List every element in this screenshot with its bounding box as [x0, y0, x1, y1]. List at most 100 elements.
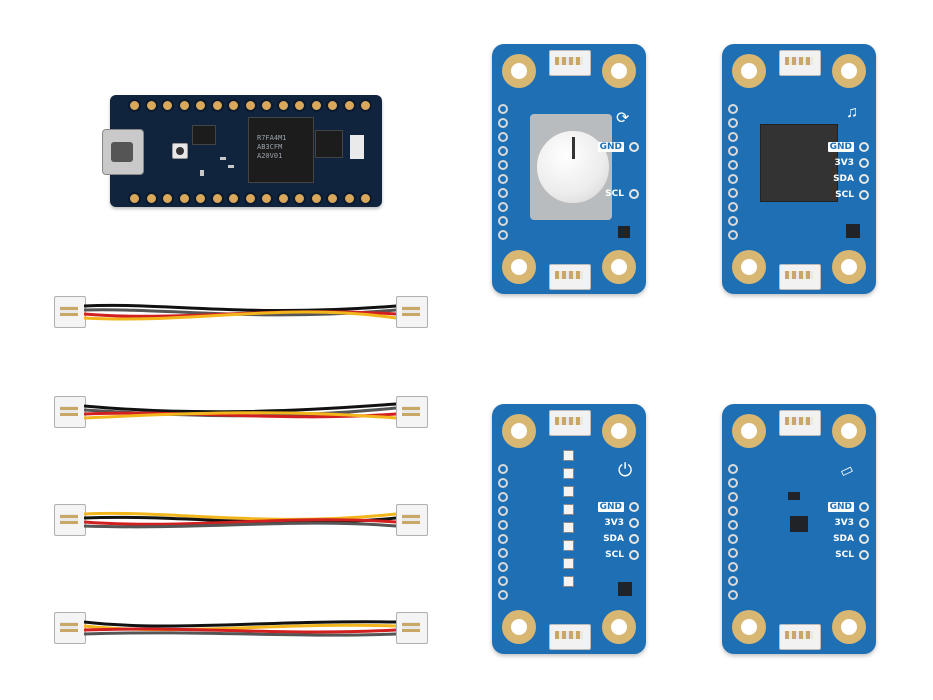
smd-part	[788, 492, 800, 500]
side-pad	[498, 576, 508, 586]
modulino-pixels: ⏻ GND 3V3 SDA SCL	[492, 404, 646, 654]
side-pad	[728, 160, 738, 170]
buzzer-component	[760, 124, 838, 202]
rgb-led	[563, 486, 574, 497]
rgb-led	[563, 468, 574, 479]
ic-chip	[846, 224, 860, 238]
rgb-led	[563, 540, 574, 551]
header-pin	[359, 192, 372, 205]
smd-part	[220, 157, 226, 160]
cable-plug-right	[396, 612, 428, 644]
side-pad	[498, 534, 508, 544]
side-pad	[728, 118, 738, 128]
rgb-led	[563, 522, 574, 533]
side-pad	[498, 174, 508, 184]
side-pad	[728, 520, 738, 530]
smd-part	[228, 165, 234, 168]
modulino-knob: ⟳ GND SCL	[492, 44, 646, 294]
header-pin	[359, 99, 372, 112]
header-pin	[210, 99, 224, 112]
side-pad	[498, 146, 508, 156]
header-pin	[227, 192, 240, 205]
pin-label-3v3: 3V3	[604, 518, 625, 528]
qwiic-connector-top	[549, 50, 591, 76]
side-pad	[498, 104, 508, 114]
side-pad	[728, 464, 738, 474]
side-pad	[728, 492, 738, 502]
qwiic-connector-bottom	[549, 264, 591, 290]
side-pad	[498, 132, 508, 142]
pin-label-gnd: GND	[597, 142, 624, 152]
header-pin	[260, 99, 273, 112]
side-pad	[728, 174, 738, 184]
header-pin	[128, 99, 141, 112]
bell-icon: ♫	[846, 104, 858, 121]
header-pin	[243, 192, 257, 205]
pin-label-gnd-text: GND	[597, 142, 624, 152]
side-pad	[728, 216, 738, 226]
pin-pad	[859, 518, 869, 528]
knob-icon: ⟳	[616, 110, 630, 127]
pin-label-gnd-text: GND	[597, 502, 624, 512]
side-pad	[728, 478, 738, 488]
header-pin	[128, 192, 141, 205]
header-pin	[144, 99, 158, 112]
side-pad	[728, 202, 738, 212]
side-pad	[728, 548, 738, 558]
header-pin	[177, 192, 191, 205]
qwiic-connector-bottom	[779, 624, 821, 650]
mount-hole	[502, 610, 536, 644]
pin-label-scl: SCL	[835, 550, 854, 560]
side-pad	[498, 202, 508, 212]
mount-hole	[732, 54, 766, 88]
cable-plug-left	[54, 296, 86, 328]
cable-plug-left	[54, 504, 86, 536]
header-pin	[194, 99, 207, 112]
qwiic-connector-top	[779, 410, 821, 436]
header-pin	[210, 192, 224, 205]
cable-plug-right	[396, 296, 428, 328]
rgb-led	[563, 504, 574, 515]
rgb-led	[563, 450, 574, 461]
pin-label-gnd: GND	[827, 502, 854, 512]
ic-chip	[618, 226, 630, 238]
qwiic-cable	[50, 608, 430, 648]
reset-button	[172, 143, 188, 159]
header-pin	[293, 192, 306, 205]
pin-label-scl: SCL	[605, 550, 624, 560]
header-pin	[227, 99, 240, 112]
small-chip	[192, 125, 216, 145]
mount-hole	[602, 250, 636, 284]
side-pad	[498, 188, 508, 198]
side-pad	[728, 230, 738, 240]
header-pin	[342, 192, 356, 205]
side-pad	[498, 492, 508, 502]
nano-board: R7FA4M1 AB3CFM A20V01	[102, 95, 382, 207]
pin-pad	[629, 502, 639, 512]
header-pin	[326, 99, 339, 112]
header-pin	[161, 99, 174, 112]
pin-label-sda: SDA	[833, 534, 854, 544]
pin-label-scl: SCL	[835, 190, 854, 200]
header-pin	[342, 99, 356, 112]
pin-pad	[629, 189, 639, 199]
smd-part	[200, 170, 204, 176]
rgb-led	[563, 576, 574, 587]
pin-pad	[859, 502, 869, 512]
qwiic-connector-bottom	[549, 624, 591, 650]
side-pad	[728, 534, 738, 544]
pin-pad	[629, 550, 639, 560]
side-pad	[728, 506, 738, 516]
cable-plug-left	[54, 396, 86, 428]
side-pad	[498, 520, 508, 530]
header-pin	[309, 99, 323, 112]
modulino-buzzer: ♫ GND 3V3 SDA SCL	[722, 44, 876, 294]
cable-wires	[84, 303, 396, 321]
pin-label-3v3: 3V3	[834, 518, 855, 528]
side-pad	[498, 118, 508, 128]
pin-pad	[859, 142, 869, 152]
pin-pad	[859, 174, 869, 184]
side-pad	[728, 188, 738, 198]
header-pin	[276, 99, 290, 112]
sensor-chip	[790, 516, 808, 532]
